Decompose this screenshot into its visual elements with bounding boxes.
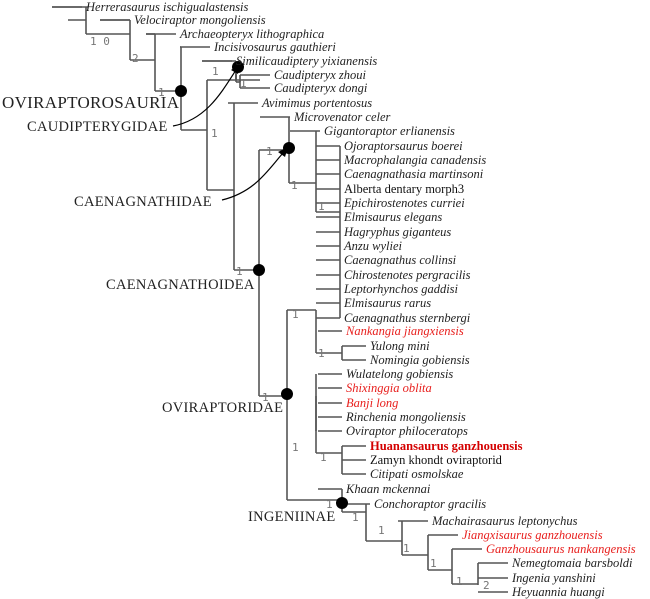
support-value: 1	[456, 575, 463, 588]
taxon-label: Huanansaurus ganzhouensis	[370, 439, 523, 453]
clade-label-oviraptoridae: OVIRAPTORIDAE	[162, 400, 283, 416]
taxon-label: Jiangxisaurus ganzhouensis	[462, 528, 603, 542]
taxon-label: Yulong mini	[370, 339, 430, 353]
support-value: 1	[158, 86, 165, 99]
taxon-label: Anzu wyliei	[343, 239, 403, 253]
taxon-label: Banji long	[346, 396, 398, 410]
taxon-label: Khaan mckennai	[345, 482, 431, 496]
oviraptorosauria-node	[175, 85, 187, 97]
ingeniinae-node	[336, 497, 348, 509]
taxon-label: Alberta dentary morph3	[344, 182, 464, 196]
caenagnathoidea-node	[253, 264, 265, 276]
taxon-label: Caudipteryx zhoui	[274, 68, 367, 82]
support-value: 2	[132, 52, 139, 65]
support-value: 1	[211, 127, 218, 140]
taxon-label: Zamyn khondt oviraptorid	[370, 453, 503, 467]
caudipterygidae-arrowhead	[231, 64, 240, 74]
taxon-label: Nemegtomaia barsboldi	[511, 556, 633, 570]
support-value: 1	[292, 308, 299, 321]
taxon-label: Gigantoraptor erlianensis	[324, 124, 455, 138]
support-value: 1	[352, 511, 359, 524]
caudipterygidae-arrow	[172, 69, 237, 127]
taxon-label: Hagryphus giganteus	[343, 225, 451, 239]
caenagnathidae-arrowhead	[278, 147, 288, 157]
clade-node-markers	[175, 61, 348, 509]
taxon-label: Similicaudiptery yixianensis	[236, 54, 377, 68]
taxon-label: Conchoraptor gracilis	[374, 497, 486, 511]
support-value: 1	[378, 524, 385, 537]
taxon-label: Ojoraptorsaurus boerei	[344, 139, 463, 153]
taxon-labels: Herrerasaurus ischigualastensisVelocirap…	[85, 0, 636, 599]
support-value: 1	[292, 441, 299, 454]
clade-label-ingeniinae: INGENIINAE	[248, 509, 336, 525]
support-value: 1	[318, 200, 325, 213]
support-value: 1	[291, 179, 298, 192]
support-value: 1	[236, 265, 243, 278]
clade-label-caenagnathoidea: CAENAGNATHOIDEA	[106, 277, 255, 293]
support-value: 1	[212, 65, 219, 78]
taxon-label: Epichirostenotes curriei	[343, 196, 465, 210]
support-values: 1 0 2 1 1 1 1 1 1 1 1 1 1 1 1 1 1 1 1 1 1 1 2	[90, 35, 490, 592]
taxon-label: Rinchenia mongoliensis	[345, 410, 466, 424]
taxon-label: Wulatelong gobiensis	[346, 367, 453, 381]
taxon-label: Microvenator celer	[293, 110, 391, 124]
support-value: 1 0	[90, 35, 110, 48]
support-value: 2	[483, 579, 490, 592]
taxon-label: Chirostenotes pergracilis	[344, 268, 471, 282]
taxon-label: Machairasaurus leptonychus	[431, 514, 578, 528]
taxon-label: Caenagnathus collinsi	[344, 253, 457, 267]
taxon-label: Nomingia gobiensis	[369, 353, 470, 367]
clade-label-caudipterygidae: CAUDIPTERYGIDAE	[27, 119, 168, 135]
clade-label-caenagnathidae: CAENAGNATHIDAE	[74, 194, 212, 210]
clade-arrows	[172, 64, 288, 201]
caenagnathidae-arrow	[221, 152, 284, 201]
taxon-label: Herrerasaurus ischigualastensis	[85, 0, 249, 14]
oviraptoridae-node	[281, 388, 293, 400]
taxon-label: Macrophalangia canadensis	[343, 153, 486, 167]
support-value: 1	[266, 145, 273, 158]
taxon-label: Leptorhynchos gaddisi	[343, 282, 459, 296]
taxon-label: Oviraptor philoceratops	[346, 424, 468, 438]
taxon-label: Shixinggia oblita	[346, 381, 432, 395]
taxon-label: Elmisaurus elegans	[343, 210, 442, 224]
taxon-label: Nankangia jiangxiensis	[345, 324, 464, 338]
support-value: 1	[320, 451, 327, 464]
taxon-label: Elmisaurus rarus	[343, 296, 431, 310]
taxon-label: Caudipteryx dongi	[274, 81, 368, 95]
support-value: 1	[240, 77, 247, 90]
taxon-label: Heyuannia huangi	[511, 585, 605, 599]
support-value: 1	[403, 542, 410, 555]
taxon-label: Citipati osmolskae	[370, 467, 464, 481]
taxon-label: Caenagnathus sternbergi	[344, 311, 471, 325]
support-value: 1	[318, 347, 325, 360]
tree-branches	[52, 6, 508, 593]
clade-labels: OVIRAPTOROSAURIA CAUDIPTERYGIDAE CAENAGN…	[2, 93, 336, 525]
taxon-label: Velociraptor mongoliensis	[134, 13, 266, 27]
support-value: 1	[262, 391, 269, 404]
taxon-label: Caenagnathasia martinsoni	[344, 167, 484, 181]
taxon-label: Ganzhousaurus nankangensis	[486, 542, 636, 556]
taxon-label: Incisivosaurus gauthieri	[213, 40, 336, 54]
clade-label-oviraptorosauria: OVIRAPTOROSAURIA	[2, 93, 180, 112]
support-value: 1	[326, 498, 333, 511]
taxon-label: Ingenia yanshini	[511, 571, 596, 585]
taxon-label: Archaeopteryx lithographica	[179, 27, 324, 41]
taxon-label: Avimimus portentosus	[261, 96, 372, 110]
support-value: 1	[430, 557, 437, 570]
